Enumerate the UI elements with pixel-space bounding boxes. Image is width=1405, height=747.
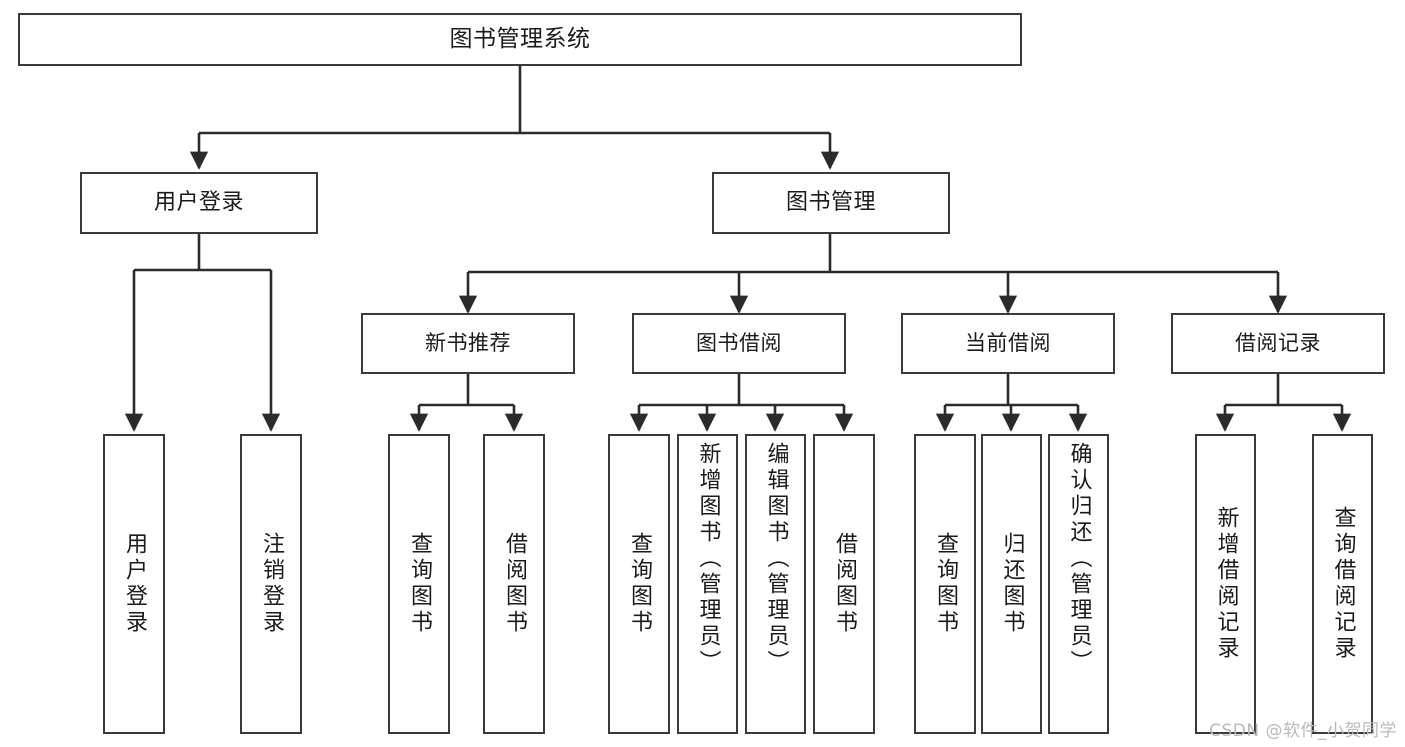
node-label: 借阅图书 xyxy=(502,532,527,636)
node-label: 借阅记录 xyxy=(1235,331,1321,356)
node-label: 图书管理系统 xyxy=(449,25,591,52)
node-label: 图书借阅 xyxy=(696,331,782,356)
node-label: 用户登录 xyxy=(122,532,147,636)
node-book-borrow[interactable]: 图书借阅 xyxy=(632,313,846,374)
node-label: 查询图书 xyxy=(933,532,958,636)
node-label: 确认归还（管理员） xyxy=(1066,442,1092,676)
node-label: 用户登录 xyxy=(153,190,244,216)
leaf-add-borrow-record[interactable]: 新增借阅记录 xyxy=(1195,434,1256,734)
leaf-logout[interactable]: 注销登录 xyxy=(240,434,302,734)
node-label: 当前借阅 xyxy=(965,331,1051,356)
leaf-query-book-current[interactable]: 查询图书 xyxy=(914,434,976,734)
leaf-user-login[interactable]: 用户登录 xyxy=(103,434,165,734)
leaf-add-book-admin[interactable]: 新增图书（管理员） xyxy=(677,434,738,734)
node-label: 新增借阅记录 xyxy=(1213,506,1239,662)
node-label: 注销登录 xyxy=(259,532,284,636)
node-label: 图书管理 xyxy=(785,190,876,216)
node-label: 查询图书 xyxy=(627,532,652,636)
node-label: 编辑图书（管理员） xyxy=(763,442,789,676)
node-book-management[interactable]: 图书管理 xyxy=(712,172,950,234)
node-label: 查询图书 xyxy=(407,532,432,636)
leaf-query-book-new[interactable]: 查询图书 xyxy=(388,434,450,734)
leaf-confirm-return-admin[interactable]: 确认归还（管理员） xyxy=(1048,434,1109,734)
node-root-system[interactable]: 图书管理系统 xyxy=(18,13,1022,66)
node-borrow-records[interactable]: 借阅记录 xyxy=(1171,313,1385,374)
node-label: 新增图书（管理员） xyxy=(695,442,721,676)
node-label: 借阅图书 xyxy=(832,532,857,636)
node-current-borrow[interactable]: 当前借阅 xyxy=(901,313,1115,374)
node-new-book-recommend[interactable]: 新书推荐 xyxy=(361,313,575,374)
leaf-edit-book-admin[interactable]: 编辑图书（管理员） xyxy=(745,434,806,734)
leaf-query-book-borrow[interactable]: 查询图书 xyxy=(608,434,670,734)
node-label: 新书推荐 xyxy=(425,331,511,356)
leaf-borrow-book-new[interactable]: 借阅图书 xyxy=(483,434,545,734)
node-user-login[interactable]: 用户登录 xyxy=(80,172,318,234)
leaf-return-book[interactable]: 归还图书 xyxy=(981,434,1042,734)
node-label: 归还图书 xyxy=(999,532,1025,636)
leaf-query-borrow-record[interactable]: 查询借阅记录 xyxy=(1312,434,1373,734)
node-label: 查询借阅记录 xyxy=(1330,506,1356,662)
leaf-borrow-book[interactable]: 借阅图书 xyxy=(813,434,875,734)
watermark: CSDN @软件_小贺同学 xyxy=(1209,721,1397,741)
